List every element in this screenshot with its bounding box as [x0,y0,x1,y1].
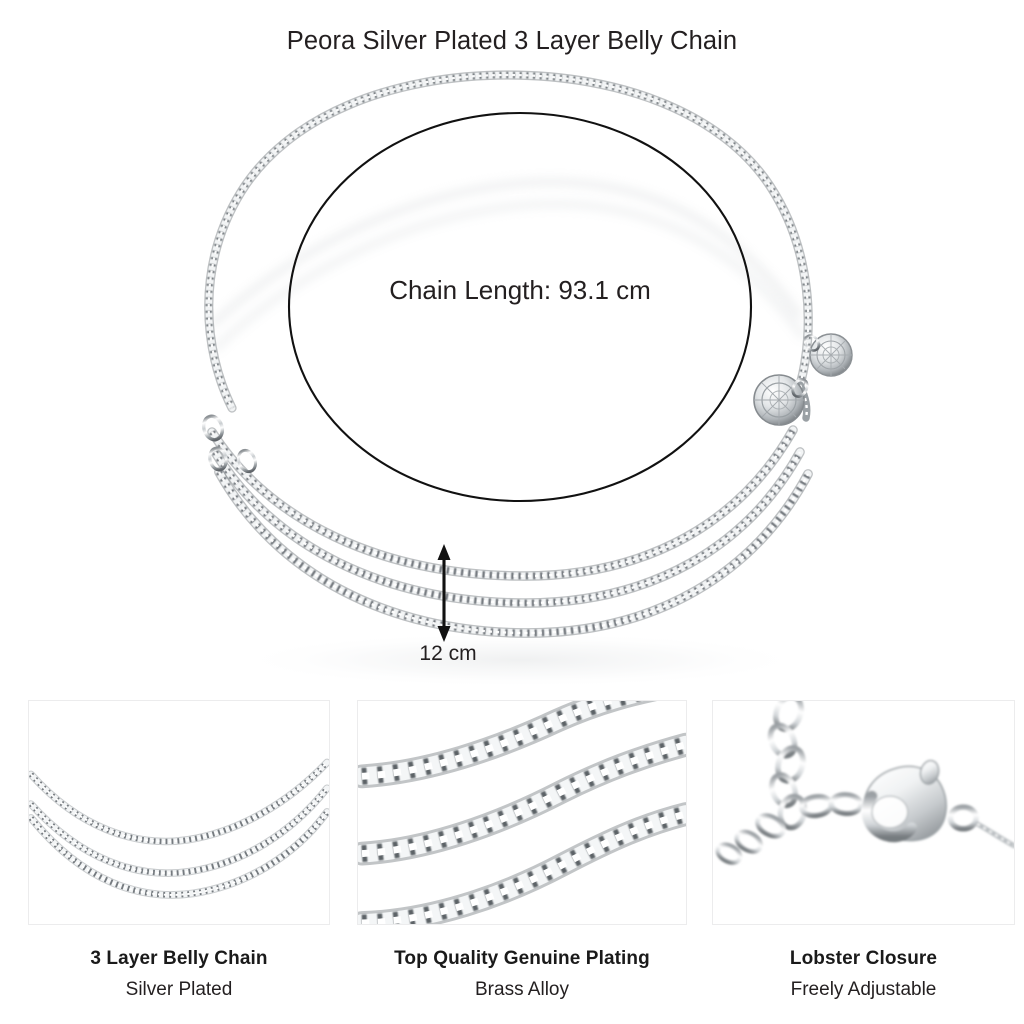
panel-title: 3 Layer Belly Chain [90,948,268,969]
medallion-charm-icon-upper [803,333,853,377]
chain-swag-layer-2 [210,447,805,608]
feature-panel-row: 3 Layer Belly Chain Silver Plated [0,700,1024,1024]
panel-caption: Top Quality Genuine Plating Brass Alloy [357,948,687,1001]
panel-title: Top Quality Genuine Plating [394,948,650,969]
panel-caption: 3 Layer Belly Chain Silver Plated [28,948,330,1001]
panel-subtitle: Freely Adjustable [790,979,937,1000]
panel-subtitle: Brass Alloy [475,979,569,1000]
panel-subtitle: Silver Plated [125,979,233,1000]
reflection-shadow [230,632,810,688]
main-chain-loop [204,70,813,413]
chain-swag-layer-1 [207,425,798,581]
lobster-clasp-photo [712,700,1015,925]
panel-title: Lobster Closure [789,948,938,969]
drop-dimension-label: 12 cm [419,642,477,665]
feature-panel-closure[interactable]: Lobster Closure Freely Adjustable [712,700,1015,1001]
curb-chain-macro-photo [357,700,687,925]
hero-product-diagram: Chain Length: 93.1 cm 12 cm [201,70,853,688]
lobster-clasp-icon [861,759,1014,849]
three-layer-chain-photo [28,700,330,925]
double-headed-arrow-icon [437,544,451,642]
chain-swag-layer-3 [214,467,813,638]
panel-caption: Lobster Closure Freely Adjustable [712,948,1015,1001]
left-jump-rings [201,414,257,474]
chain-reflection [209,178,807,353]
page-title: Peora Silver Plated 3 Layer Belly Chain [286,27,738,55]
feature-panel-belly-chain[interactable]: 3 Layer Belly Chain Silver Plated [28,700,330,1001]
medallion-charm-icon-lower [753,374,809,426]
extender-chain [715,701,864,865]
clasp-assembly [753,333,853,426]
loop-outline-ellipse [287,111,753,503]
chain-length-label: Chain Length: 93.1 cm [389,275,651,305]
feature-panel-plating[interactable]: Top Quality Genuine Plating Brass Alloy [357,700,687,1001]
